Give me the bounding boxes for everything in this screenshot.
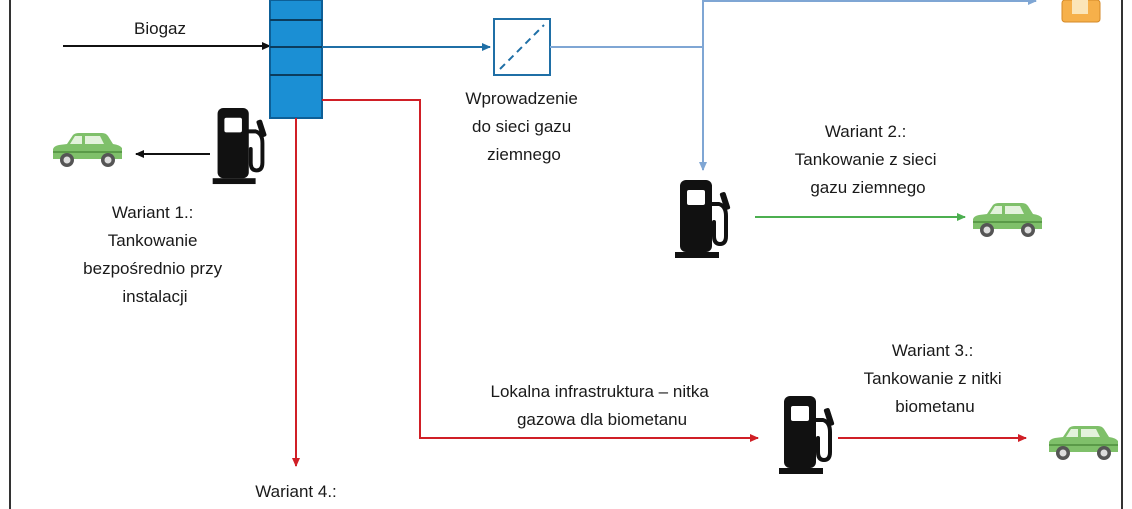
variant4-label: Wariant 4.: bbox=[255, 482, 337, 501]
house-icon bbox=[1061, 0, 1101, 23]
fuel-pump-icon bbox=[673, 178, 733, 260]
variant3-label: Wariant 3.: Tankowanie z nitki biometanu bbox=[864, 341, 1007, 416]
fuel-pump-icon bbox=[210, 106, 269, 186]
grid-injection-label: Wprowadzenie do sieci gazu ziemnego bbox=[465, 89, 582, 164]
local-biomethane-line bbox=[322, 99, 759, 442]
biogaz-label: Biogaz bbox=[134, 19, 186, 38]
grid-line-up bbox=[550, 0, 704, 48]
car-icon bbox=[1049, 426, 1118, 460]
upgrading-column bbox=[269, 0, 323, 119]
car-icon bbox=[973, 203, 1042, 237]
car-icon bbox=[53, 133, 122, 167]
local-infra-label: Lokalna infrastruktura – nitka gazowa dl… bbox=[490, 382, 713, 429]
variant2-label: Wariant 2.: Tankowanie z sieci gazu ziem… bbox=[795, 122, 941, 197]
fuel-pump-icon bbox=[777, 394, 837, 476]
grid-injection-diagonal bbox=[499, 24, 545, 70]
variant1-label: Wariant 1.: Tankowanie bezpośrednio przy… bbox=[83, 203, 227, 306]
